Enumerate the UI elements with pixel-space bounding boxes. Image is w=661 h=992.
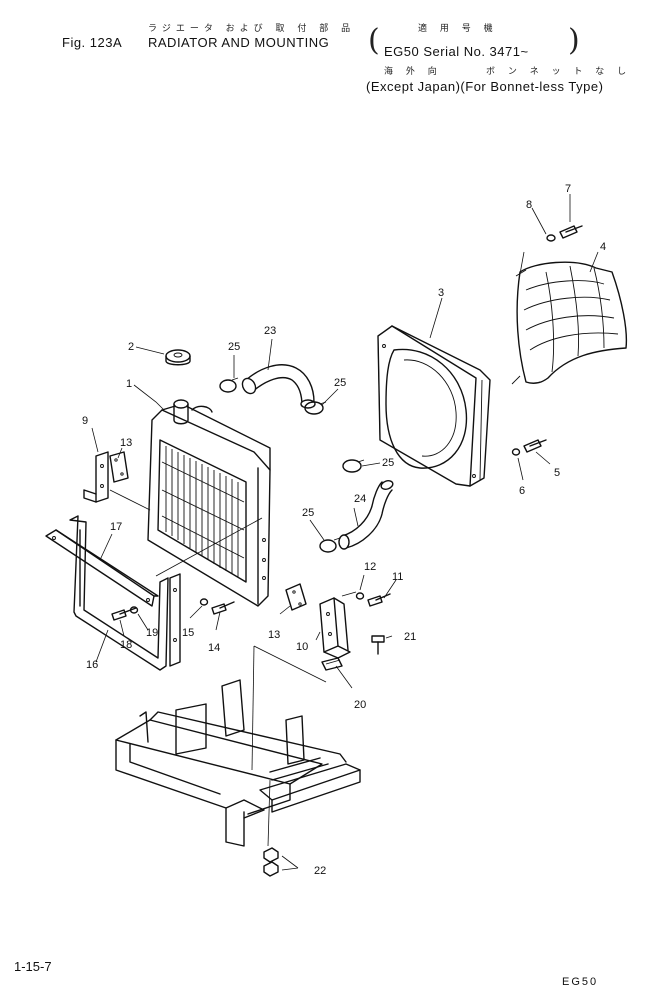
bolt-7 [559,225,583,239]
callout-13-right: 13 [268,629,280,641]
callout-24: 24 [354,493,366,505]
callout-20: 20 [354,699,366,711]
serial-number: EG50 Serial No. 3471~ [384,44,529,59]
nut-upper [263,847,279,863]
right-bracket [319,597,351,659]
callout-5: 5 [554,467,560,479]
washer-6 [511,448,521,456]
callout-11: 11 [392,571,403,583]
washer-12 [355,592,365,600]
page-reference: 1-15-7 [14,959,52,974]
title-japanese: ラジエータ および 取 付 部 品 [148,24,356,34]
left-bracket [83,451,109,503]
mounting-plate-left [109,451,129,483]
base-frame [115,679,361,847]
applicability-note: (Except Japan)(For Bonnet-less Type) [366,79,604,94]
nut-lower [263,861,279,877]
model-code: EG50 [562,976,599,988]
plate-20 [321,657,343,671]
overseas-japanese: 海 外 向 [384,67,442,77]
callout-25-upper-left: 25 [228,341,240,353]
hose-clamp-lower-right [342,459,365,473]
washer-19 [129,606,139,614]
radiator-cap [165,349,191,366]
figure-label: Fig. 123A [62,35,123,50]
callout-1: 1 [126,378,132,390]
callout-16: 15 [182,627,194,639]
hose-clamp-upper-left [219,377,239,393]
callout-17: 17 [110,521,122,533]
callout-25-upper-right: 25 [334,377,346,389]
callout-4: 4 [600,241,606,253]
callout-22: 22 [314,865,326,877]
callout-9: 9 [82,415,88,427]
callout-2: 2 [128,341,134,353]
callout-15: 14 [208,642,220,654]
washer-8 [546,234,556,242]
vertical-support [169,573,181,667]
callout-21: 21 [404,631,416,643]
callout-25-mid-right: 25 [382,457,394,469]
upper-hose [241,364,316,409]
radiator-filler-neck [173,399,213,425]
applicability-japanese: 適 用 号 機 [418,24,498,34]
fan-guard [511,261,628,385]
callout-3: 3 [438,287,444,299]
callout-8: 8 [526,199,532,211]
bonnet-japanese: ボ ン ネ ッ ト な し [486,67,632,77]
callout-19: 19 [146,627,158,639]
bolt-5 [523,439,547,453]
mounting-plate-right [285,583,307,611]
lower-hose [338,480,394,550]
leader-lines [91,194,599,871]
bolt-11 [367,593,391,607]
callout-25-lower-left: 25 [302,507,314,519]
support-frame [69,515,169,671]
hose-clamp-lower-left [319,537,341,553]
support-stay [45,529,159,607]
radiator-core [147,403,271,607]
paren-close: ) [568,23,580,58]
callout-13-left: 13 [120,437,132,449]
bolt-21 [371,635,385,655]
callout-7: 7 [565,183,571,195]
callout-14: 16 [86,659,98,671]
callout-10: 10 [296,641,308,653]
figure-title: RADIATOR AND MOUNTING [148,35,330,50]
fan-shroud [377,325,491,487]
callout-12: 12 [364,561,376,573]
bolt-15 [211,601,235,615]
callout-6: 6 [519,485,525,497]
callout-23: 23 [264,325,276,337]
washer-16 [199,598,209,606]
callout-18: 18 [120,639,132,651]
bolt-18 [111,607,137,621]
paren-open: ( [368,23,380,58]
